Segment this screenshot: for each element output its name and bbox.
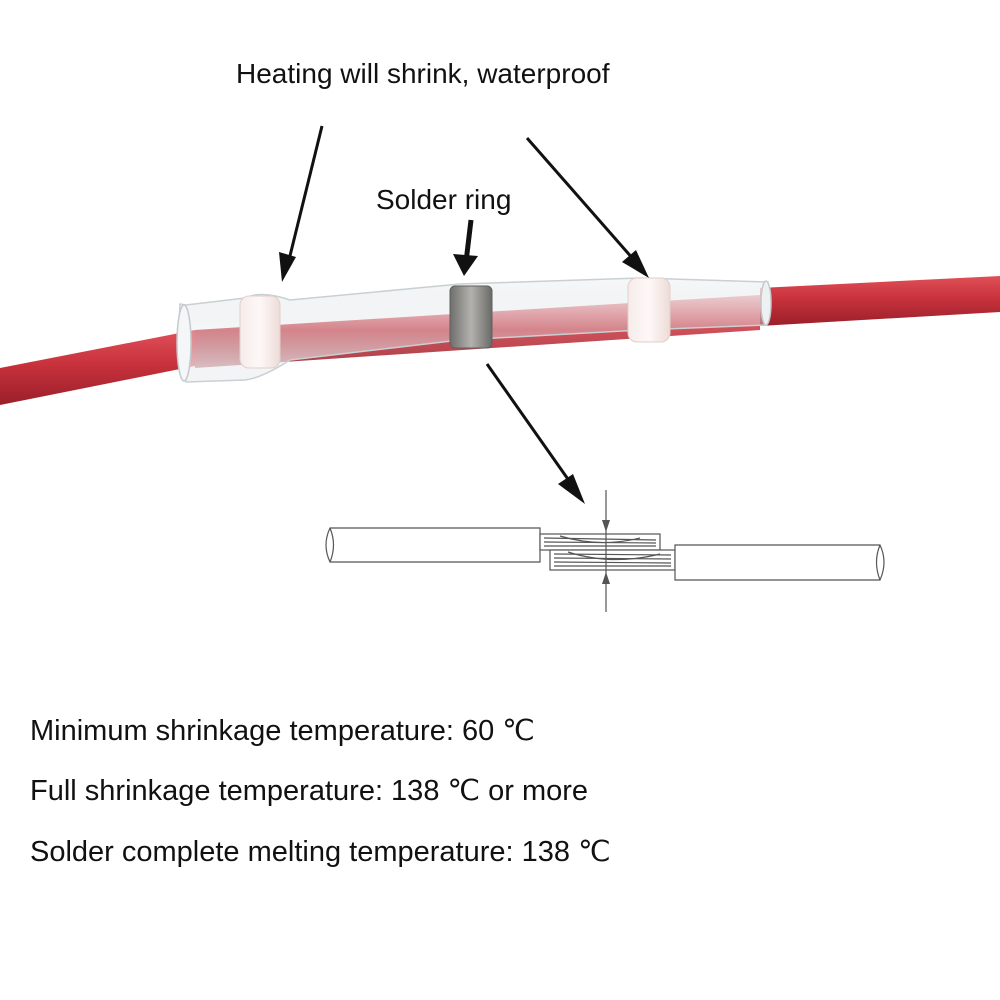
drawing-right-wire-end xyxy=(875,544,881,581)
arrow-heating-left-head xyxy=(279,252,296,282)
dimension-arrow-bottom xyxy=(602,572,610,584)
arrow-heating-right xyxy=(525,137,643,269)
solder-ring xyxy=(449,285,493,349)
drawing-left-wire-end xyxy=(329,527,335,563)
dimension-arrow-top xyxy=(602,520,610,532)
sealing-ring-right xyxy=(627,277,671,343)
arrow-heating-right-head xyxy=(622,250,649,278)
arrow-solder-head xyxy=(453,254,478,276)
drawing-right-wire xyxy=(674,544,885,581)
spec-min-shrink-temp: Minimum shrinkage temperature: 60 ℃ xyxy=(30,715,535,747)
tube-left-end xyxy=(176,304,192,382)
solder-ring-callout-label: Solder ring xyxy=(376,184,512,215)
arrow-detail xyxy=(485,363,579,493)
tube-right-end xyxy=(760,280,772,326)
spec-solder-melt-temp: Solder complete melting temperature: 138… xyxy=(30,836,611,868)
callout-arrows xyxy=(279,125,649,504)
arrow-detail-head xyxy=(558,474,585,504)
drawing-left-wire xyxy=(325,527,541,563)
arrow-heating-left xyxy=(285,125,324,269)
spec-full-shrink-temp: Full shrinkage temperature: 138 ℃ or mor… xyxy=(30,775,589,807)
heating-callout-label: Heating will shrink, waterproof xyxy=(236,58,610,89)
arrow-solder xyxy=(463,219,474,263)
wire-left-segment xyxy=(0,330,195,405)
sealing-ring-left xyxy=(239,295,281,369)
wire-right-segment xyxy=(760,276,1000,326)
joint-line-drawing xyxy=(325,490,885,612)
